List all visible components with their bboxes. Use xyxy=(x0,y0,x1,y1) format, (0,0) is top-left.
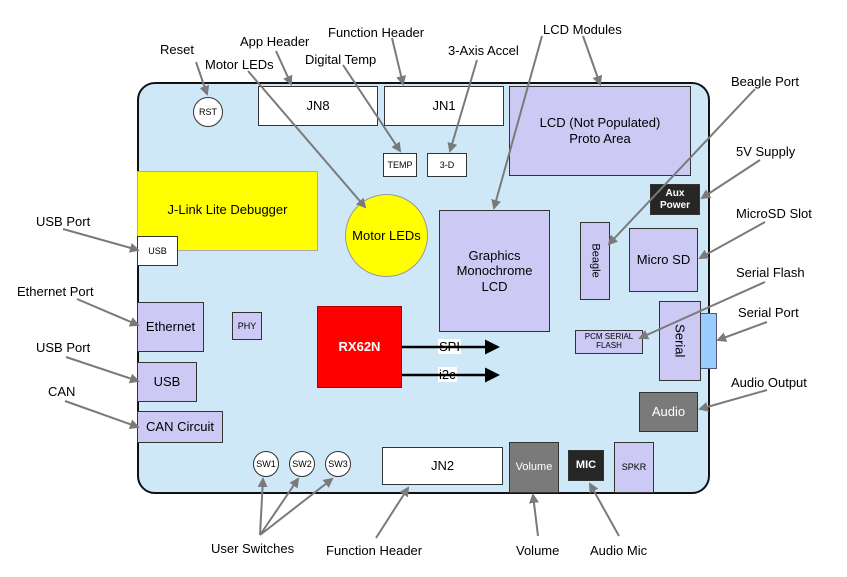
callout-user-switches: User Switches xyxy=(211,541,295,556)
sw3-button: SW3 xyxy=(325,451,351,477)
pcm-serial-flash: PCM SERIAL FLASH xyxy=(575,330,643,354)
callout-lcd-modules: LCD Modules xyxy=(543,22,622,37)
graphics-lcd: Graphics Monochrome LCD xyxy=(439,210,550,332)
user-switches-leader-1 xyxy=(257,477,268,536)
usb-jack: USB xyxy=(137,362,197,402)
callout-audio-mic: Audio Mic xyxy=(590,543,648,558)
sw1-button: SW1 xyxy=(253,451,279,477)
callout-digital-temp: Digital Temp xyxy=(305,52,377,67)
app-header-leader xyxy=(275,50,293,86)
micro-sd-slot: Micro SD xyxy=(629,228,698,292)
audio-mic-leader xyxy=(589,482,620,537)
lcd-proto-area: LCD (Not Populated) Proto Area xyxy=(509,86,691,176)
lcd-modules-leader xyxy=(582,35,603,86)
ethernet-port-leader xyxy=(76,298,140,327)
callout-beagle-port: Beagle Port xyxy=(731,74,799,89)
sw1-label: SW1 xyxy=(256,459,276,469)
speaker: SPKR xyxy=(614,442,654,493)
callout-usb-port-bottom: USB Port xyxy=(36,340,91,355)
user-switches-leader-2 xyxy=(259,477,300,536)
beagle-port-leader xyxy=(607,88,756,246)
user-switches-leader-3 xyxy=(259,477,334,536)
callout-serial-port: Serial Port xyxy=(738,305,799,320)
volume-leader xyxy=(529,493,539,537)
callout-ethernet-port: Ethernet Port xyxy=(17,284,94,299)
callout-5v-supply: 5V Supply xyxy=(736,144,796,159)
sw2-label: SW2 xyxy=(292,459,312,469)
accel-leader xyxy=(447,59,478,153)
jn2-header: JN2 xyxy=(382,447,503,485)
callout-accel: 3-Axis Accel xyxy=(448,43,519,58)
callout-volume: Volume xyxy=(516,543,560,558)
callout-app-header: App Header xyxy=(240,34,310,49)
audio-output-leader xyxy=(698,389,768,412)
usb-port-bottom-leader xyxy=(65,356,140,384)
rst-button: RST xyxy=(193,97,223,127)
callout-can: CAN xyxy=(48,384,76,399)
temp-sensor: TEMP xyxy=(383,153,417,177)
rst-label: RST xyxy=(199,107,217,117)
sw2-button: SW2 xyxy=(289,451,315,477)
callout-motor-leds: Motor LEDs xyxy=(205,57,274,72)
ethernet-jack: Ethernet xyxy=(137,302,204,352)
phy-chip: PHY xyxy=(232,312,262,340)
callout-serial-flash: Serial Flash xyxy=(736,265,805,280)
mic: MIC xyxy=(568,450,604,481)
lcd-modules-leader-2 xyxy=(491,35,543,210)
can-circuit: CAN Circuit xyxy=(137,411,223,443)
callout-usb-port-top: USB Port xyxy=(36,214,91,229)
function-header-top-leader xyxy=(391,37,407,86)
serial-flash-leader xyxy=(638,281,766,340)
usb-debug-connector: USB xyxy=(137,236,178,266)
function-header-bottom-leader xyxy=(375,486,410,539)
digital-temp-leader xyxy=(342,64,402,153)
aux-power: Aux Power xyxy=(650,184,700,215)
usb-port-top-leader xyxy=(62,228,140,253)
supply-5v-leader xyxy=(700,159,761,200)
callout-function-header-bottom: Function Header xyxy=(326,543,423,558)
callout-function-header-top: Function Header xyxy=(328,25,425,40)
microsd-leader xyxy=(698,221,766,259)
serial-port-leader xyxy=(716,321,768,342)
sw3-label: SW3 xyxy=(328,459,348,469)
callout-audio-output: Audio Output xyxy=(731,375,807,390)
rx62n-mcu: RX62N xyxy=(317,306,402,388)
volume-knob: Volume xyxy=(509,442,559,493)
accel-sensor: 3-D xyxy=(427,153,467,177)
beagle-port: Beagle xyxy=(580,222,610,300)
can-leader xyxy=(64,400,140,430)
callout-reset: Reset xyxy=(160,42,194,57)
jlink-label: J-Link Lite Debugger xyxy=(167,202,288,217)
motor-leds-leader xyxy=(247,70,367,209)
callout-microsd-slot: MicroSD Slot xyxy=(736,206,812,221)
reset-leader xyxy=(195,61,210,96)
jn1-header: JN1 xyxy=(384,86,504,126)
audio-output-jack: Audio xyxy=(639,392,698,432)
